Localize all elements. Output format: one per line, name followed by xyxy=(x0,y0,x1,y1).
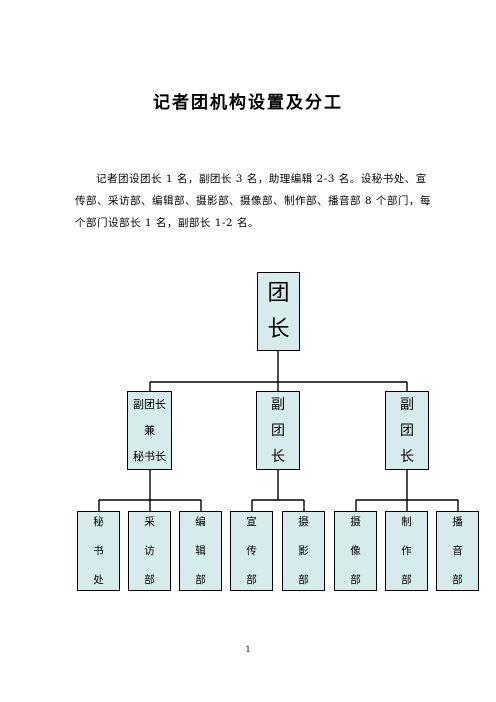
department-line: 采 xyxy=(144,515,155,528)
department-line: 部 xyxy=(246,573,257,586)
deputy-line: 副 xyxy=(400,396,414,413)
department-box: 秘 书 处 xyxy=(77,511,120,591)
department-line: 音 xyxy=(452,544,463,557)
department-box: 制 作 部 xyxy=(385,511,428,591)
department-line: 摄 xyxy=(298,515,309,528)
department-box: 编 辑 部 xyxy=(179,511,222,591)
department-line: 摄 xyxy=(350,515,361,528)
department-box: 摄 影 部 xyxy=(282,511,325,591)
department-line: 传 xyxy=(246,544,257,557)
department-line: 制 xyxy=(401,515,412,528)
department-line: 部 xyxy=(144,573,155,586)
root-line: 团 xyxy=(267,280,290,306)
department-line: 播 xyxy=(452,515,463,528)
department-box: 播 音 部 xyxy=(436,511,479,591)
deputy-line: 团 xyxy=(271,422,285,439)
department-line: 作 xyxy=(401,544,412,557)
department-box: 采 访 部 xyxy=(128,511,171,591)
deputy-box: 副 团 长 xyxy=(256,391,300,470)
department-line: 秘 xyxy=(93,515,104,528)
root-line: 长 xyxy=(267,316,290,342)
department-line: 影 xyxy=(298,544,309,557)
deputy-box: 副团长 兼 秘书长 xyxy=(127,391,172,470)
intro-paragraph: 记者团设团长 1 名，副团长 3 名，助理编辑 2-3 名。设秘书处、宣传部、采… xyxy=(75,173,431,229)
department-line: 书 xyxy=(93,544,104,557)
department-line: 辑 xyxy=(195,544,206,557)
department-line: 部 xyxy=(452,573,463,586)
page-number: 1 xyxy=(245,645,251,654)
department-line: 编 xyxy=(195,515,206,528)
deputy-line: 兼 xyxy=(144,423,155,437)
department-line: 部 xyxy=(298,573,309,586)
department-box: 宣 传 部 xyxy=(230,511,273,591)
root-box: 团 长 xyxy=(257,272,300,351)
department-line: 宣 xyxy=(246,515,257,528)
department-box: 摄 像 部 xyxy=(334,511,377,591)
department-line: 部 xyxy=(195,573,206,586)
deputy-box: 副 团 长 xyxy=(385,391,429,470)
deputy-line: 团 xyxy=(400,422,414,439)
deputy-line: 副 xyxy=(271,396,285,413)
deputy-line: 长 xyxy=(400,448,414,465)
department-line: 访 xyxy=(144,544,155,557)
department-line: 部 xyxy=(350,573,361,586)
deputy-line: 秘书长 xyxy=(133,449,166,463)
deputy-line: 长 xyxy=(271,448,285,465)
deputy-line: 副团长 xyxy=(133,397,166,411)
department-line: 处 xyxy=(93,573,104,586)
page-title: 记者团机构设置及分工 xyxy=(153,93,343,113)
department-line: 部 xyxy=(401,573,412,586)
department-line: 像 xyxy=(350,544,361,557)
